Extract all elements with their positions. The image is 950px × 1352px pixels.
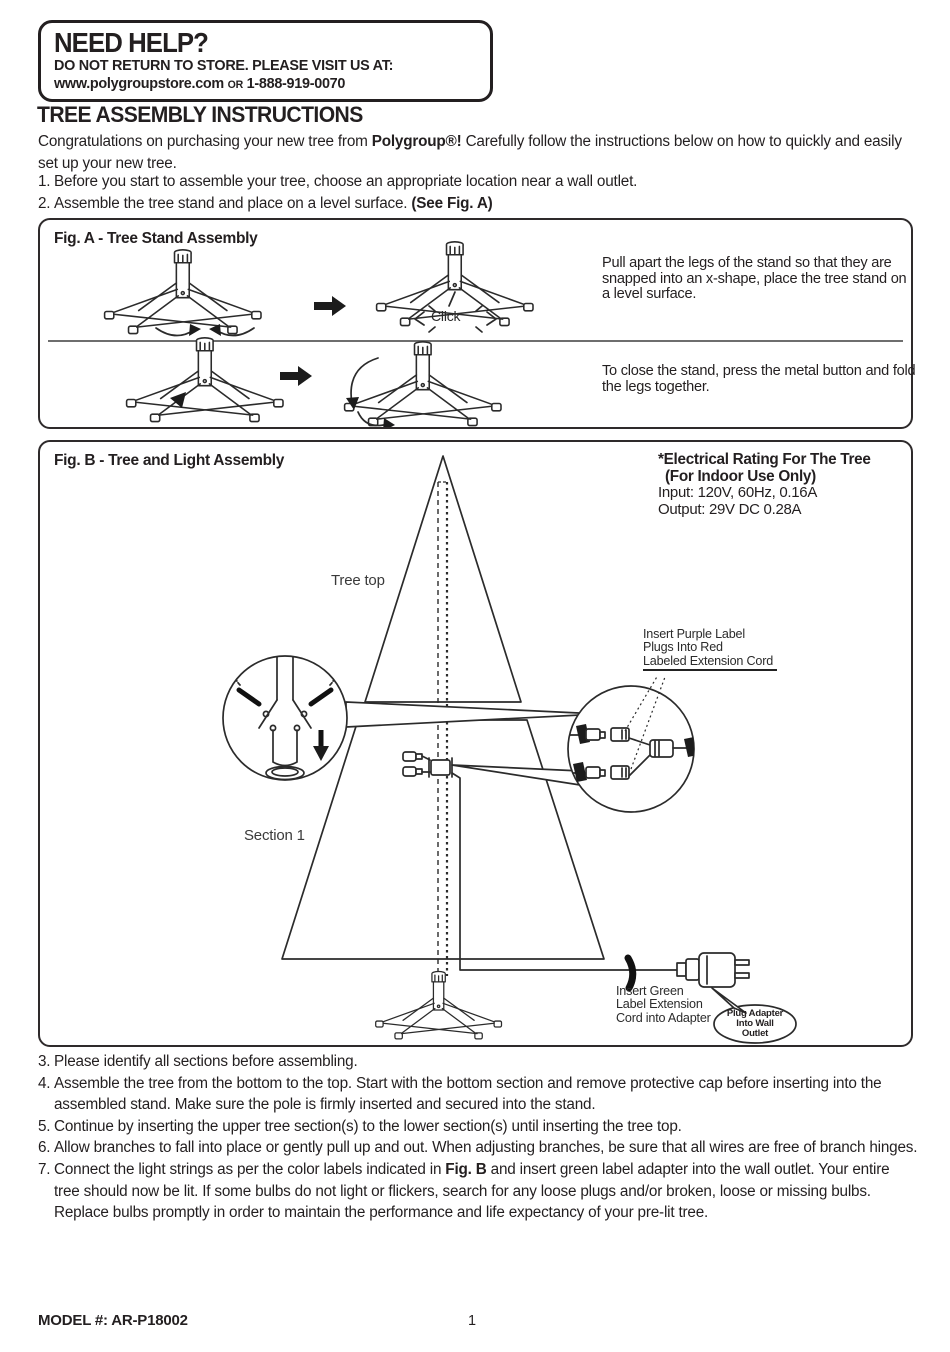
rating-input: Input: 120V, 60Hz, 0.16A <box>658 484 818 501</box>
need-help-box: NEED HELP? DO NOT RETURN TO STORE. PLEAS… <box>38 20 493 102</box>
step-text: Please identify all sections before asse… <box>54 1053 358 1070</box>
intro-post: Carefully follow the instructions below … <box>38 133 902 172</box>
intro-pre: Congratulations on purchasing your new t… <box>38 133 372 150</box>
tree-top-label: Tree top <box>331 572 385 589</box>
steps-1-2: 1. Before you start to assemble your tre… <box>38 171 918 214</box>
model-number: MODEL #: AR-P18002 <box>38 1312 188 1329</box>
speech-bubble <box>711 987 797 1044</box>
fig-a-box: Fig. A - Tree Stand Assembly <box>38 218 916 429</box>
step-7: 7. Connect the light strings as per the … <box>38 1159 918 1224</box>
fig-a-title: Fig. A - Tree Stand Assembly <box>54 230 258 247</box>
step-number: 1. <box>38 173 51 190</box>
help-phone: 1-888-919-0070 <box>246 75 346 92</box>
power-adapter-icon <box>676 952 750 988</box>
step-5: 5. Continue by inserting the upper tree … <box>38 1116 918 1138</box>
step-text: Assemble the tree from the bottom to the… <box>54 1074 882 1114</box>
electrical-rating: *Electrical Rating For The Tree (For Ind… <box>658 451 871 518</box>
rating-output: Output: 29V DC 0.28A <box>658 500 802 518</box>
tree-stand-folding-diagram <box>343 341 502 427</box>
step-number: 4. <box>38 1074 51 1092</box>
step-3: 3. Please identify all sections before a… <box>38 1051 918 1073</box>
arrow-right-icon <box>314 296 346 316</box>
step-number: 2. <box>38 194 51 212</box>
section1-label: Section 1 <box>244 827 305 844</box>
fig-b-diagram <box>222 455 797 1044</box>
click-starburst-icon <box>414 291 497 333</box>
bubble-label: Plug Adapter Into Wall Outlet <box>726 1008 784 1039</box>
press-button-arrow-icon <box>170 392 186 408</box>
rating-subtitle: (For Indoor Use Only) <box>665 467 816 485</box>
model-label: MODEL #: <box>38 1312 108 1329</box>
fig-a-row2-text: To close the stand, press the metal butt… <box>602 363 916 395</box>
step-text: Continue by inserting the upper tree sec… <box>54 1117 682 1135</box>
intro-paragraph: Congratulations on purchasing your new t… <box>38 131 918 174</box>
help-line2: www.polygroupstore.com OR 1-888-919-0070 <box>54 75 473 94</box>
purple-plug-callout: Insert Purple Label Plugs Into Red Label… <box>643 627 777 672</box>
fig-b-box: Fig. B - Tree and Light Assembly *Electr… <box>38 440 913 1047</box>
rotate-arrows-icon <box>155 324 255 337</box>
step-number: 7. <box>38 1160 51 1178</box>
step-text: Allow branches to fall into place or gen… <box>54 1139 918 1157</box>
click-label: Click <box>431 308 461 324</box>
step-text: Before you start to assemble your tree, … <box>54 173 638 190</box>
rating-title: *Electrical Rating For The Tree <box>658 451 871 468</box>
step-1: 1. Before you start to assemble your tre… <box>38 171 918 193</box>
step-2: 2. Assemble the tree stand and place on … <box>38 193 918 215</box>
steps-3-7: 3. Please identify all sections before a… <box>38 1051 918 1224</box>
arrow-right-icon <box>280 366 312 386</box>
down-arrow-icon <box>313 730 329 761</box>
step-number: 5. <box>38 1117 51 1135</box>
fig-a-diagram <box>48 241 903 427</box>
page-number: 1 <box>468 1313 477 1329</box>
brand-name: Polygroup®! <box>371 133 462 150</box>
step-number: 3. <box>38 1053 51 1070</box>
pole-connector-plugs <box>402 751 453 778</box>
step-4: 4. Assemble the tree from the bottom to … <box>38 1073 918 1116</box>
step-6: 6. Allow branches to fall into place or … <box>38 1137 918 1159</box>
pole-detail-inset <box>222 655 348 781</box>
tree-top-shape <box>364 455 522 703</box>
tree-stand-bottom-diagram <box>375 970 503 1040</box>
fig-a-row1-text: Pull apart the legs of the stand so that… <box>602 255 907 303</box>
fig-b-title: Fig. B - Tree and Light Assembly <box>54 452 285 469</box>
green-cord-callout: Insert Green Label Extension Cord into A… <box>616 984 711 1025</box>
step-text: Assemble the tree stand and place on a l… <box>54 194 493 212</box>
step-text: Connect the light strings as per the col… <box>54 1160 890 1222</box>
help-title: NEED HELP? <box>54 27 209 58</box>
fold-arrows-icon <box>346 357 395 427</box>
cord-wrap-icon <box>624 954 637 992</box>
model-value: AR-P18002 <box>111 1312 188 1329</box>
power-cord <box>451 772 700 971</box>
center-pole-dashed <box>437 481 449 976</box>
plug-detail-inset <box>567 674 695 813</box>
step-number: 6. <box>38 1139 51 1157</box>
help-url: www.polygroupstore.com <box>54 75 224 92</box>
page-title: TREE ASSEMBLY INSTRUCTIONS <box>37 102 363 127</box>
tree-stand-open-diagram <box>103 249 262 335</box>
tree-stand-press-button-diagram <box>125 337 284 423</box>
help-line1: DO NOT RETURN TO STORE. PLEASE VISIT US … <box>54 57 394 74</box>
help-or: OR <box>227 79 244 91</box>
